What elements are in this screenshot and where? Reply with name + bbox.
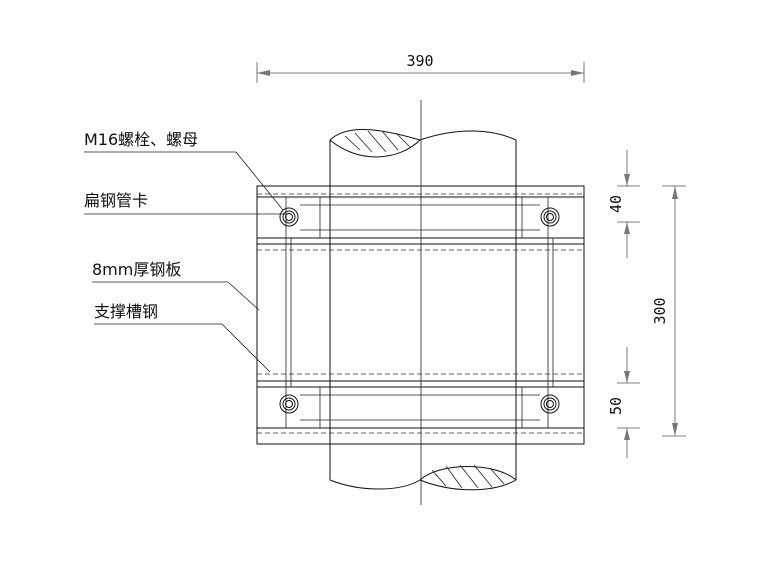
dimension-bottom-band-text: 50 [607, 397, 625, 415]
bolt-bottom-right [540, 394, 560, 414]
label-steel-plate: 8mm厚钢板 [92, 260, 181, 279]
leader-flat-steel-clamp: 扁钢管卡 [84, 191, 286, 215]
leader-support-channel: 支撑槽钢 [94, 302, 271, 373]
dimension-overall-height: 300 [651, 185, 686, 437]
bolt-top-left [279, 207, 299, 227]
dimension-top-band: 40 [607, 150, 640, 258]
label-support-channel: 支撑槽钢 [94, 302, 158, 321]
dimension-overall-width: 390 [256, 52, 585, 83]
label-flat-steel-clamp: 扁钢管卡 [84, 191, 148, 210]
steel-plate-assembly [256, 185, 585, 445]
leader-steel-plate: 8mm厚钢板 [92, 260, 260, 311]
dimension-bottom-band: 50 [607, 347, 640, 458]
dimension-overall-height-text: 300 [651, 297, 669, 324]
label-bolt-nut: M16螺栓、螺母 [84, 130, 198, 149]
bolt-top-right [540, 207, 560, 227]
dimension-top-band-text: 40 [607, 195, 625, 213]
pipe [329, 129, 517, 491]
dimension-overall-width-text: 390 [406, 52, 433, 70]
bolt-bottom-left [279, 394, 299, 414]
leader-bolt-nut: M16螺栓、螺母 [84, 130, 284, 211]
